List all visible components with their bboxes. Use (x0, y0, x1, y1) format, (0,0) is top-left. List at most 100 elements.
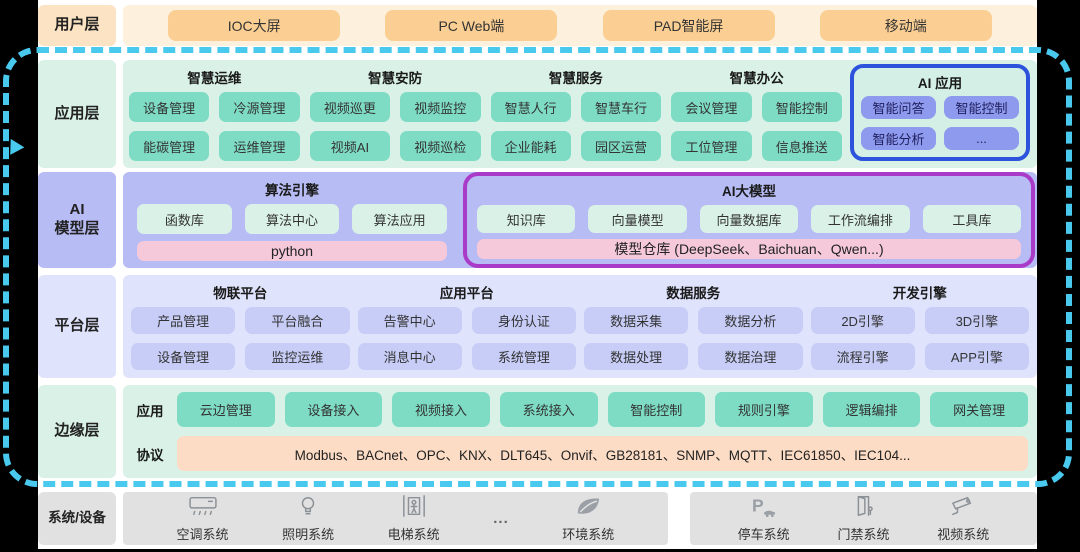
big-model-chip[interactable]: 工作流编排 (811, 205, 910, 233)
ai-big-model-title: AI大模型 (722, 184, 776, 199)
device-item: 环境系统 (562, 494, 614, 543)
edge-app-chip[interactable]: 智能控制 (607, 392, 706, 427)
module-chip[interactable]: 数据处理 (584, 343, 689, 370)
module-chip[interactable]: 企业能耗 (490, 131, 571, 161)
module-chip[interactable]: 身份认证 (471, 307, 576, 334)
device-name: 照明系统 (282, 527, 335, 542)
device-name: 环境系统 (562, 527, 615, 542)
group-title: 数据服务 (666, 286, 721, 301)
model-repo-bar[interactable]: 模型仓库 (DeepSeek、Baichuan、Qwen...) (477, 239, 1021, 259)
group-grid: 2D引擎 3D引擎流程引擎 APP引擎 (810, 307, 1029, 370)
algo-chip[interactable]: 函数库 (137, 204, 232, 234)
group-title: 应用平台 (439, 286, 494, 301)
terminal-chip[interactable]: PC Web端 (385, 10, 558, 41)
big-model-chip[interactable]: 向量模型 (588, 205, 687, 233)
module-chip[interactable]: 数据采集 (584, 307, 689, 334)
edge-app-line: 应用 云边管理设备接入视频接入系统接入智能控制规则引擎逻辑编排网关管理 (132, 392, 1028, 427)
module-chip[interactable]: 运维管理 (219, 131, 300, 161)
module-chip[interactable]: APP引擎 (924, 343, 1029, 370)
module-chip[interactable]: 设备管理 (129, 92, 210, 122)
ai-model-label-line2: 模型层 (54, 220, 100, 237)
edge-app-chip[interactable]: 云边管理 (177, 392, 275, 427)
big-model-chip[interactable]: 向量数据库 (699, 205, 799, 233)
module-group: 智慧办公会议管理智能控制工位管理信息推送 (671, 64, 842, 161)
module-chip[interactable]: 会议管理 (671, 92, 752, 122)
edge-app-chip[interactable]: 规则引擎 (715, 392, 813, 427)
ai-app-chip[interactable]: 智能控制 (944, 96, 1019, 119)
module-chip[interactable]: 消息中心 (357, 343, 462, 370)
device-item: 照明系统 (282, 494, 334, 543)
module-chip[interactable]: 智慧人行 (490, 92, 571, 122)
group-grid: 会议管理智能控制工位管理信息推送 (671, 92, 842, 161)
device-name: 门禁系统 (837, 527, 890, 542)
ai-model-layer-label: AI 模型层 (38, 172, 116, 268)
user-layer-row: 用户层 IOC大屏 PC Web端 PAD智能屏 移动端 (38, 5, 1037, 46)
edge-protocol-line: 协议 Modbus、BACnet、OPC、KNX、DLT645、Onvif、GB… (132, 436, 1028, 471)
module-chip[interactable]: 信息推送 (761, 131, 842, 161)
dashed-border-arrowhead (3, 135, 25, 155)
module-chip[interactable]: 监控运维 (245, 343, 350, 370)
camera-icon (949, 494, 977, 523)
edge-app-chip[interactable]: 视频接入 (392, 392, 490, 427)
ai-model-label-line1: AI (69, 201, 85, 219)
app-layer-row: 应用层 智慧运维设备管理冷源管理能碳管理运维管理智慧安防视频巡更视频监控视频AI… (38, 60, 1037, 168)
module-chip[interactable]: 视频巡更 (309, 92, 391, 122)
module-chip[interactable]: 数据分析 (698, 307, 803, 334)
user-layer-label: 用户层 (38, 5, 116, 46)
module-chip[interactable]: 视频AI (309, 131, 391, 161)
python-bar[interactable]: python (137, 241, 447, 261)
module-chip[interactable]: 产品管理 (131, 307, 236, 334)
device-item: 门禁系统 (837, 494, 889, 543)
algo-chip[interactable]: 算法中心 (244, 204, 340, 234)
ai-app-chip[interactable]: ... (944, 127, 1019, 150)
algo-engine-chips: 函数库算法中心算法应用 (137, 204, 448, 234)
module-chip[interactable]: 告警中心 (357, 307, 462, 334)
module-chip[interactable]: 设备管理 (131, 343, 236, 370)
algo-chip[interactable]: 算法应用 (352, 204, 448, 234)
module-chip[interactable]: 冷源管理 (219, 92, 300, 122)
terminal-chip[interactable]: IOC大屏 (168, 10, 341, 41)
edge-app-chips: 云边管理设备接入视频接入系统接入智能控制规则引擎逻辑编排网关管理 (177, 392, 1028, 427)
module-chip[interactable]: 2D引擎 (810, 307, 915, 334)
module-chip[interactable]: 视频巡检 (400, 131, 481, 161)
protocol-bar: Modbus、BACnet、OPC、KNX、DLT645、Onvif、GB281… (177, 436, 1028, 471)
module-chip[interactable]: 平台融合 (245, 307, 350, 334)
edge-app-chip[interactable]: 系统接入 (499, 392, 598, 427)
ai-app-chip[interactable]: 智能问答 (861, 96, 936, 119)
elevator-icon (400, 494, 428, 523)
terminal-chip[interactable]: PAD智能屏 (602, 10, 775, 41)
ai-big-model-chips: 知识库向量模型向量数据库工作流编排工具库 (477, 205, 1022, 233)
module-chip[interactable]: 能碳管理 (129, 131, 210, 161)
big-model-chip[interactable]: 知识库 (477, 205, 576, 233)
edge-app-chip[interactable]: 设备接入 (284, 392, 383, 427)
group-grid: 告警中心身份认证消息中心系统管理 (357, 307, 576, 370)
module-chip[interactable]: 工位管理 (671, 131, 752, 161)
module-chip[interactable]: 智能控制 (761, 92, 842, 122)
module-chip[interactable]: 数据治理 (698, 343, 803, 370)
edge-app-chip[interactable]: 逻辑编排 (822, 392, 921, 427)
edge-app-chip[interactable]: 网关管理 (930, 392, 1028, 427)
module-chip[interactable]: 流程引擎 (810, 343, 915, 370)
leaf-icon (574, 494, 602, 523)
edge-protocol-sublabel: 协议 (136, 447, 164, 463)
module-chip[interactable]: 园区运营 (580, 131, 662, 161)
bulb-icon (297, 494, 319, 523)
module-chip[interactable]: 智慧车行 (580, 92, 662, 122)
device-item: 电梯系统 (388, 494, 440, 543)
group-grid: 智慧人行智慧车行企业能耗园区运营 (490, 92, 662, 161)
terminal-chip[interactable]: 移动端 (819, 10, 992, 41)
big-model-chip[interactable]: 工具库 (922, 205, 1022, 233)
ai-big-model-box: AI大模型 知识库向量模型向量数据库工作流编排工具库 模型仓库 (DeepSee… (463, 172, 1035, 268)
device-item: ... (493, 510, 509, 527)
module-chip[interactable]: 视频监控 (400, 92, 481, 122)
algo-engine-title: 算法引擎 (265, 183, 319, 198)
device-item: 空调系统 (177, 494, 229, 543)
parking-icon: P (750, 494, 778, 523)
ai-app-chip[interactable]: 智能分析 (861, 127, 936, 150)
module-chip[interactable]: 3D引擎 (924, 307, 1029, 334)
module-chip[interactable]: 系统管理 (471, 343, 576, 370)
